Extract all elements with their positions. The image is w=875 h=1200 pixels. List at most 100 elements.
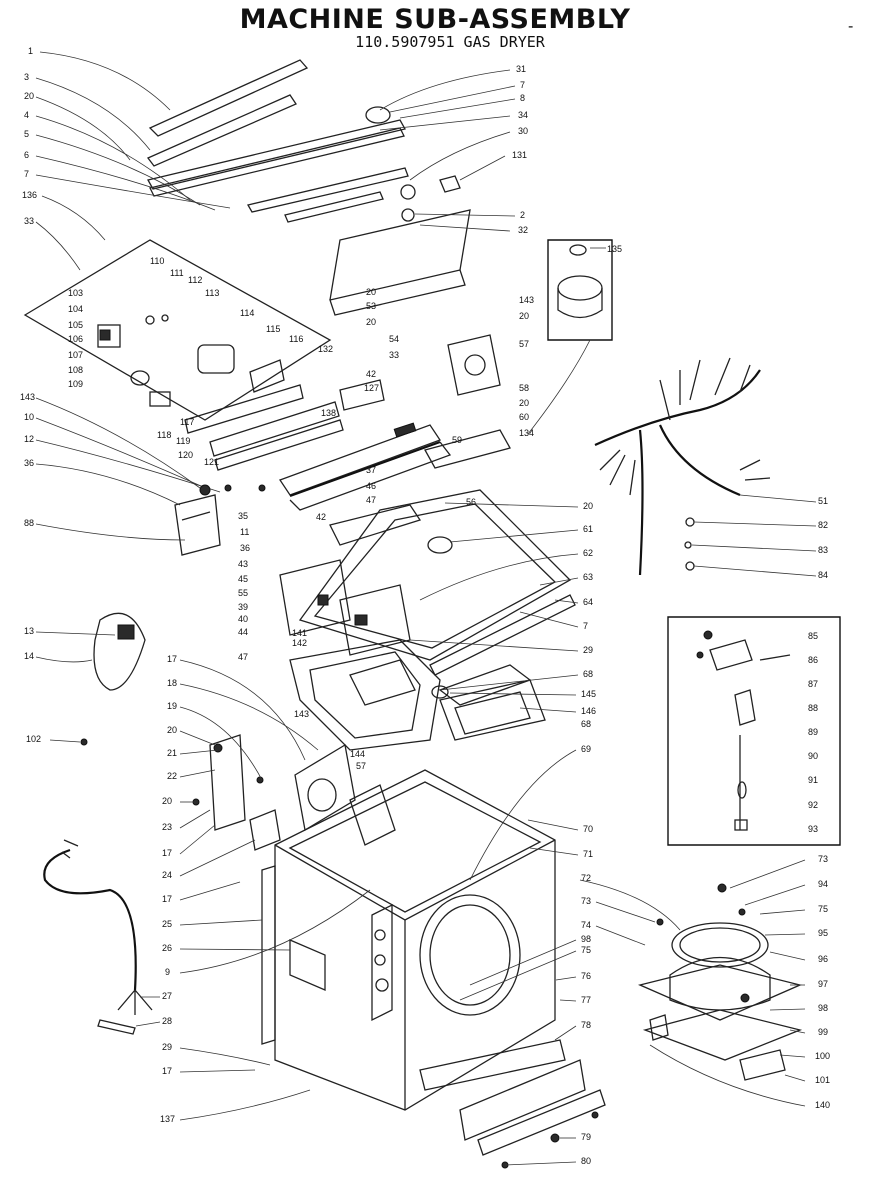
left-parts (35, 397, 266, 691)
callout-label: 12 (24, 434, 35, 444)
callout-label: 77 (581, 995, 592, 1005)
callout-label: 22 (167, 771, 178, 781)
callout-label: 99 (818, 1027, 829, 1037)
callout-label: 43 (238, 559, 249, 569)
callout-label: 136 (22, 190, 38, 200)
callout-label: 20 (583, 501, 594, 511)
callout-label: 73 (581, 896, 592, 906)
callout-label: 135 (607, 244, 623, 254)
callout-label: 30 (518, 126, 529, 136)
callout-label: 98 (818, 1003, 829, 1013)
callout-label: 47 (238, 652, 249, 662)
callout-label: 114 (240, 308, 255, 318)
callout-label: 33 (389, 350, 400, 360)
callout-label: 47 (366, 495, 377, 505)
callout-label: 105 (68, 320, 84, 330)
callout-label: 140 (815, 1100, 831, 1110)
callout-label: 24 (162, 870, 173, 880)
callout-label: 82 (818, 520, 829, 530)
callout-label: 100 (815, 1051, 831, 1061)
callout-label: 102 (26, 734, 42, 744)
callout-label: 70 (583, 824, 594, 834)
callout-label: 127 (364, 383, 380, 393)
power-cord (43, 839, 161, 1035)
callout-label: 83 (818, 545, 829, 555)
callout-label: 59 (452, 435, 463, 445)
callout-label: 64 (583, 597, 594, 607)
top-rail-assembly (146, 59, 409, 223)
callout-label: 29 (162, 1042, 173, 1052)
callout-label: 92 (808, 800, 819, 810)
callout-label: 134 (519, 428, 535, 438)
wire-harness (594, 357, 817, 577)
callout-label: 20 (519, 398, 530, 408)
callout-label: 121 (204, 457, 220, 467)
callout-label: 63 (583, 572, 594, 582)
callout-label: 142 (292, 638, 308, 648)
callout-label: 143 (294, 709, 310, 719)
callout-label: 1 (28, 46, 34, 56)
callout-label: 78 (581, 1020, 592, 1030)
page-title: MACHINE SUB-ASSEMBLY (239, 4, 631, 35)
callout-label: 33 (24, 216, 35, 226)
callout-label: 111 (170, 268, 184, 278)
callout-label: 138 (321, 408, 337, 418)
thermostat-inset (667, 616, 841, 846)
callout-label: 28 (162, 1016, 173, 1026)
callout-label: 84 (818, 570, 829, 580)
callout-label: 116 (289, 334, 304, 344)
callout-label: 112 (188, 275, 203, 285)
callout-label: 11 (240, 527, 250, 537)
callout-label: 71 (583, 849, 594, 859)
callout-label: 17 (167, 654, 178, 664)
callout-label: 88 (24, 518, 35, 528)
callout-label: 20 (167, 725, 178, 735)
callout-label: 40 (238, 614, 249, 624)
callout-label: 25 (162, 919, 173, 929)
callout-label: 2 (520, 210, 526, 220)
callout-label: 44 (238, 627, 249, 637)
callout-label: 109 (68, 379, 84, 389)
callout-label: 27 (162, 991, 173, 1001)
callout-label: 94 (818, 879, 829, 889)
callout-label: 73 (818, 854, 829, 864)
callout-label: 18 (167, 678, 178, 688)
callout-label: 88 (808, 703, 819, 713)
callout-label: 143 (519, 295, 535, 305)
callout-label: 131 (512, 150, 528, 160)
callout-label: 144 (350, 749, 366, 759)
callout-label: 42 (366, 369, 377, 379)
callout-label: 95 (818, 928, 829, 938)
callout-label: 53 (366, 301, 377, 311)
callout-label: 20 (519, 311, 530, 321)
callout-label: 101 (815, 1075, 831, 1085)
callout-label: 118 (157, 430, 172, 440)
callout-label: 104 (68, 304, 84, 314)
callout-label: 9 (165, 967, 171, 977)
callout-label: 103 (68, 288, 84, 298)
callout-label: 10 (24, 412, 35, 422)
callout-label: 141 (292, 628, 308, 638)
callout-label: 26 (162, 943, 173, 953)
callout-label: 5 (24, 129, 30, 139)
callout-label: 97 (818, 979, 829, 989)
callout-label: 32 (518, 225, 529, 235)
callout-label: 76 (581, 971, 592, 981)
callout-label: 60 (519, 412, 530, 422)
callout-label: 4 (24, 110, 30, 120)
callout-label: 31 (516, 64, 527, 74)
motor-inset (527, 239, 613, 435)
callout-label: 45 (238, 574, 249, 584)
callout-label: 20 (366, 317, 377, 327)
callout-label: 72 (581, 873, 592, 883)
drum-front-assembly (579, 859, 806, 1107)
callout-label: 58 (519, 383, 530, 393)
callout-label: 51 (818, 496, 829, 506)
callout-label: 85 (808, 631, 819, 641)
exhaust-vent (192, 734, 356, 851)
callout-label: 7 (520, 80, 526, 90)
callout-label: 108 (68, 365, 84, 375)
cabinet (261, 769, 556, 1111)
callout-label: 57 (519, 339, 530, 349)
